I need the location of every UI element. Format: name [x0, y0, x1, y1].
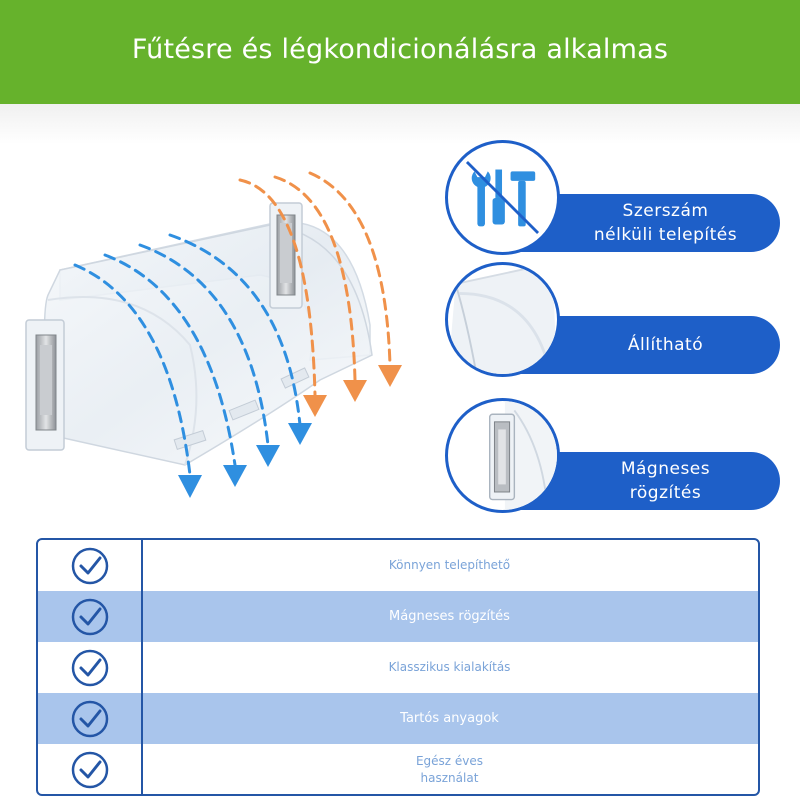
column-divider	[141, 540, 143, 794]
banner-title: Fűtésre és légkondicionálásra alkalmas	[131, 33, 669, 65]
feature-label: Szerszám nélküli telepítés	[593, 201, 738, 245]
banner-shadow	[0, 104, 800, 144]
feature-magnetic: Mágneses rögzítés	[445, 398, 780, 523]
magnet-mount-icon	[488, 401, 557, 510]
no-tools-icon	[465, 160, 540, 235]
product-image	[25, 171, 402, 498]
feature-tool-free: Szerszám nélküli telepítés	[445, 140, 780, 265]
feature-label: Mágneses rögzítés	[620, 459, 711, 503]
checkmark-circle-icon	[71, 700, 108, 737]
checklist-row: Tartós anyagok	[38, 693, 758, 744]
checklist-text: Klasszikus kialakítás	[388, 660, 511, 674]
checklist-text: Mágneses rögzítés	[389, 609, 510, 624]
warm-airflow-arrows	[238, 171, 392, 397]
feature-label: Állítható	[627, 335, 704, 355]
checkmark-circle-icon	[71, 598, 108, 635]
feature-circle	[445, 140, 560, 255]
adjustable-shield-icon	[448, 265, 557, 374]
header-banner: Fűtésre és légkondicionálásra alkalmas	[0, 0, 800, 104]
deflector-body	[43, 224, 373, 466]
checklist-text: Tartós anyagok	[400, 711, 499, 726]
feature-circle	[445, 398, 560, 513]
checkmark-circle-icon	[71, 751, 108, 788]
checkmark-circle-icon	[71, 649, 108, 686]
checklist-row: Klasszikus kialakítás	[38, 642, 758, 693]
checklist-text: Könnyen telepíthető	[388, 558, 511, 572]
checkmark-circle-icon	[71, 547, 108, 584]
feature-circle	[445, 262, 560, 377]
benefit-checklist: Könnyen telepíthető Mágneses rögzítés Kl…	[36, 538, 760, 796]
checklist-row: Könnyen telepíthető	[38, 540, 758, 591]
checklist-row: Mágneses rögzítés	[38, 591, 758, 642]
cool-airflow-arrows	[73, 233, 302, 477]
feature-adjustable: Állítható	[445, 262, 780, 387]
